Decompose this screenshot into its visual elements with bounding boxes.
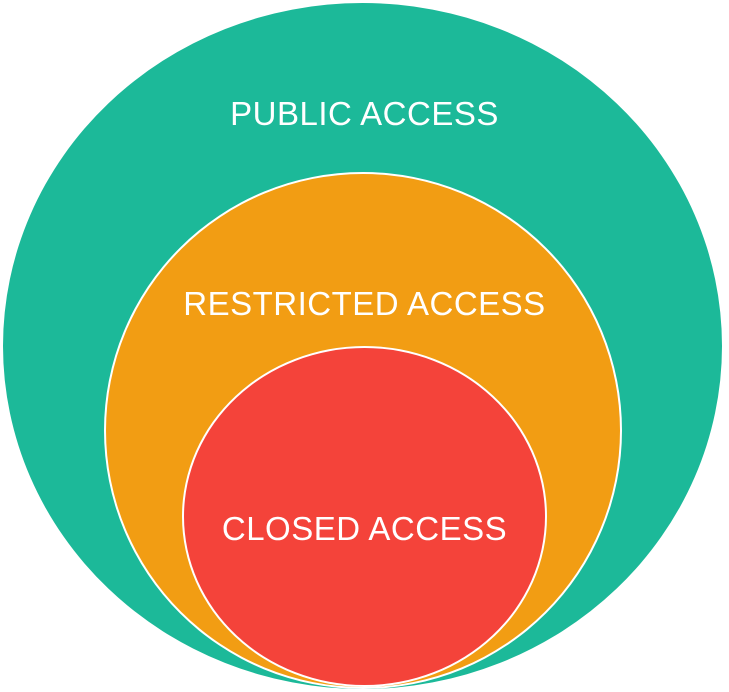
closed-access-label: CLOSED ACCESS xyxy=(221,510,508,547)
restricted-access-label: RESTRICTED ACCESS xyxy=(183,285,546,322)
public-access-label: PUBLIC ACCESS xyxy=(230,95,499,132)
closed-access-ring xyxy=(182,346,547,687)
